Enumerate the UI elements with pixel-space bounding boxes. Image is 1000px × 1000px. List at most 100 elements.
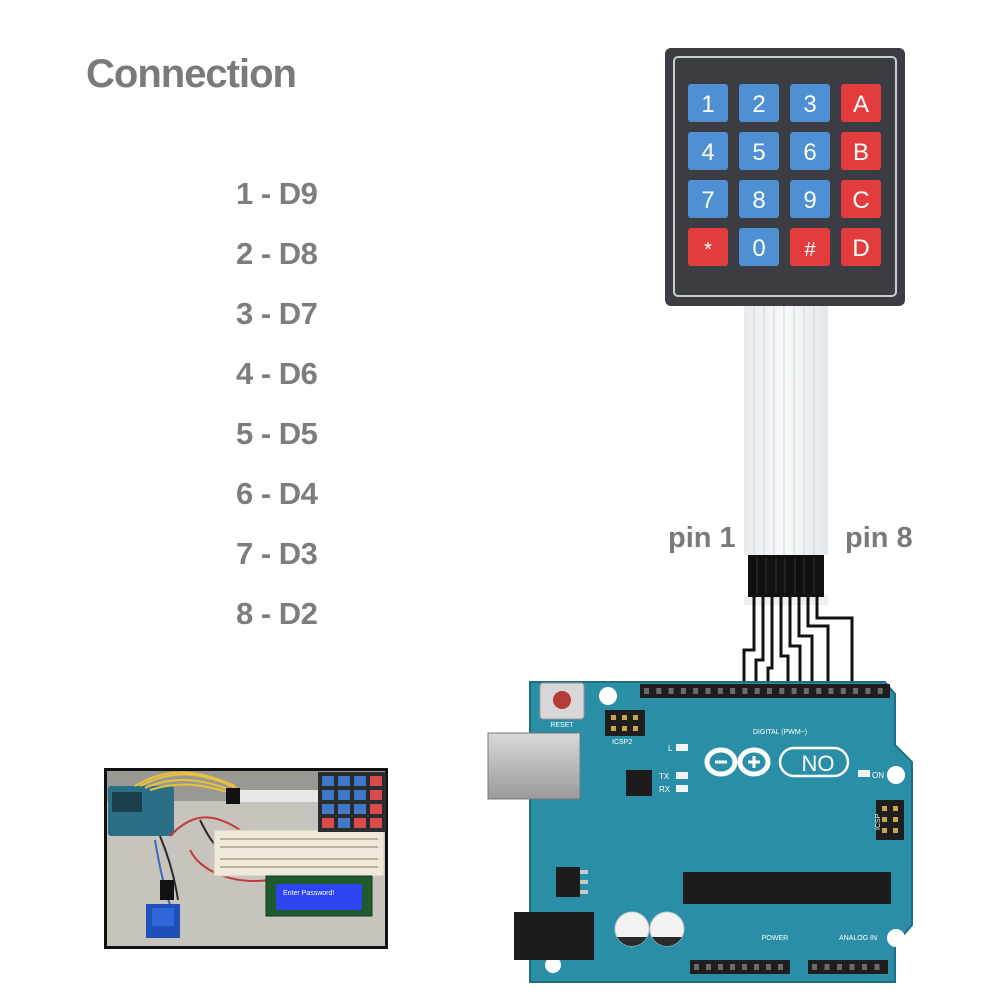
connector-pins bbox=[756, 558, 815, 594]
header-pin bbox=[742, 964, 747, 970]
photo-keypad-key bbox=[338, 790, 350, 800]
photo-keypad-key bbox=[354, 776, 366, 786]
photo-keypad-key bbox=[322, 790, 334, 800]
voltage-regulator bbox=[556, 867, 580, 897]
connection-item: 4 - D6 bbox=[236, 356, 318, 391]
connection-item: 2 - D8 bbox=[236, 236, 318, 271]
photo-keypad-key bbox=[370, 804, 382, 814]
led-l-label: L bbox=[668, 744, 673, 753]
keypad-key-label: C bbox=[852, 187, 869, 214]
header-pin bbox=[742, 688, 748, 694]
keypad-key bbox=[739, 228, 779, 266]
logo-badge bbox=[778, 746, 850, 778]
header-pin bbox=[812, 964, 817, 970]
header-pin bbox=[656, 688, 662, 694]
photo-keypad-key bbox=[338, 776, 350, 786]
photo-keypad-key bbox=[322, 804, 334, 814]
logo-text: NO bbox=[802, 751, 835, 776]
header-pin bbox=[730, 964, 735, 970]
photo-lcd-text: Enter Password! bbox=[283, 890, 334, 897]
connection-item: 8 - D2 bbox=[236, 596, 318, 631]
photo-keypad-key bbox=[354, 790, 366, 800]
header-pin bbox=[840, 688, 846, 694]
keypad-key bbox=[841, 180, 881, 218]
atmega-chip bbox=[683, 872, 891, 904]
keypad-key bbox=[841, 228, 881, 266]
keypad-key bbox=[790, 180, 830, 218]
jumper-wires bbox=[742, 597, 854, 698]
bottom-header-pins bbox=[694, 964, 880, 970]
pin8-label: pin 8 bbox=[845, 522, 913, 554]
keypad-key-label: * bbox=[704, 239, 712, 261]
header-pin bbox=[803, 688, 809, 694]
keypad-key bbox=[841, 132, 881, 170]
keypad-key bbox=[841, 84, 881, 122]
header-pin bbox=[865, 688, 871, 694]
power-label: POWER bbox=[762, 935, 788, 942]
header-pin bbox=[778, 964, 783, 970]
keypad-key-label: 7 bbox=[701, 187, 714, 214]
connection-list: 1 - D9 2 - D8 3 - D7 4 - D6 5 - D5 6 - D… bbox=[236, 172, 318, 652]
photo-keypad-key bbox=[338, 818, 350, 828]
keypad-key-label: A bbox=[853, 91, 869, 118]
keypad-key bbox=[790, 132, 830, 170]
keypad-key bbox=[739, 132, 779, 170]
photo-keypad-keys bbox=[322, 776, 382, 828]
power-header bbox=[690, 960, 790, 974]
icsp2-pins bbox=[611, 715, 638, 731]
header-pin bbox=[849, 964, 855, 970]
header-pin bbox=[874, 964, 880, 970]
keypad-key bbox=[739, 84, 779, 122]
keypad-connector bbox=[748, 555, 824, 597]
keypad-key-label: 6 bbox=[803, 139, 816, 166]
digital-label: DIGITAL (PWM~) bbox=[753, 729, 807, 736]
keypad-key bbox=[688, 84, 728, 122]
header-pin bbox=[824, 964, 830, 970]
ribbon-cable bbox=[744, 305, 828, 605]
header-pin bbox=[877, 688, 883, 694]
header-pin bbox=[705, 688, 711, 694]
keypad-key bbox=[688, 132, 728, 170]
led-on bbox=[858, 770, 870, 777]
keypad-key bbox=[688, 228, 728, 266]
digital-header bbox=[640, 684, 890, 698]
header-pin bbox=[767, 688, 772, 694]
photo-keypad-key bbox=[370, 790, 382, 800]
keypad-key-label: 4 bbox=[701, 139, 714, 166]
header-pin bbox=[717, 688, 723, 694]
keypad-border bbox=[673, 56, 897, 297]
header-pin bbox=[706, 964, 711, 970]
project-photo: Enter Password! bbox=[104, 768, 388, 949]
connection-item: 1 - D9 bbox=[236, 176, 318, 211]
reset-button-cap bbox=[553, 691, 571, 709]
photo-keypad-key bbox=[322, 818, 334, 828]
header-pin bbox=[718, 964, 723, 970]
photo-breadboard bbox=[213, 829, 385, 877]
icsp-pins bbox=[882, 806, 898, 833]
photo-keypad-key bbox=[338, 804, 350, 814]
header-pin bbox=[828, 688, 834, 694]
keypad-key bbox=[790, 84, 830, 122]
photo-keypad-key bbox=[370, 818, 382, 828]
connection-item: 6 - D4 bbox=[236, 476, 318, 511]
led-rx bbox=[676, 785, 688, 792]
header-pin bbox=[754, 964, 759, 970]
photo-keypad-key bbox=[322, 776, 334, 786]
keypad-key-label: 3 bbox=[803, 91, 816, 118]
icsp-header bbox=[876, 800, 904, 840]
icsp2-header bbox=[605, 710, 645, 736]
photo-keypad-key bbox=[354, 818, 366, 828]
led-tx bbox=[676, 772, 688, 779]
keypad-key-label: D bbox=[852, 235, 869, 262]
digital-header-pins bbox=[644, 688, 883, 694]
header-pin bbox=[680, 688, 686, 694]
header-pin bbox=[754, 688, 760, 694]
header-pin bbox=[730, 688, 736, 694]
keypad-key bbox=[739, 180, 779, 218]
mount-hole bbox=[887, 929, 905, 947]
keypad-key-label: 8 bbox=[752, 187, 765, 214]
header-pin bbox=[694, 964, 699, 970]
